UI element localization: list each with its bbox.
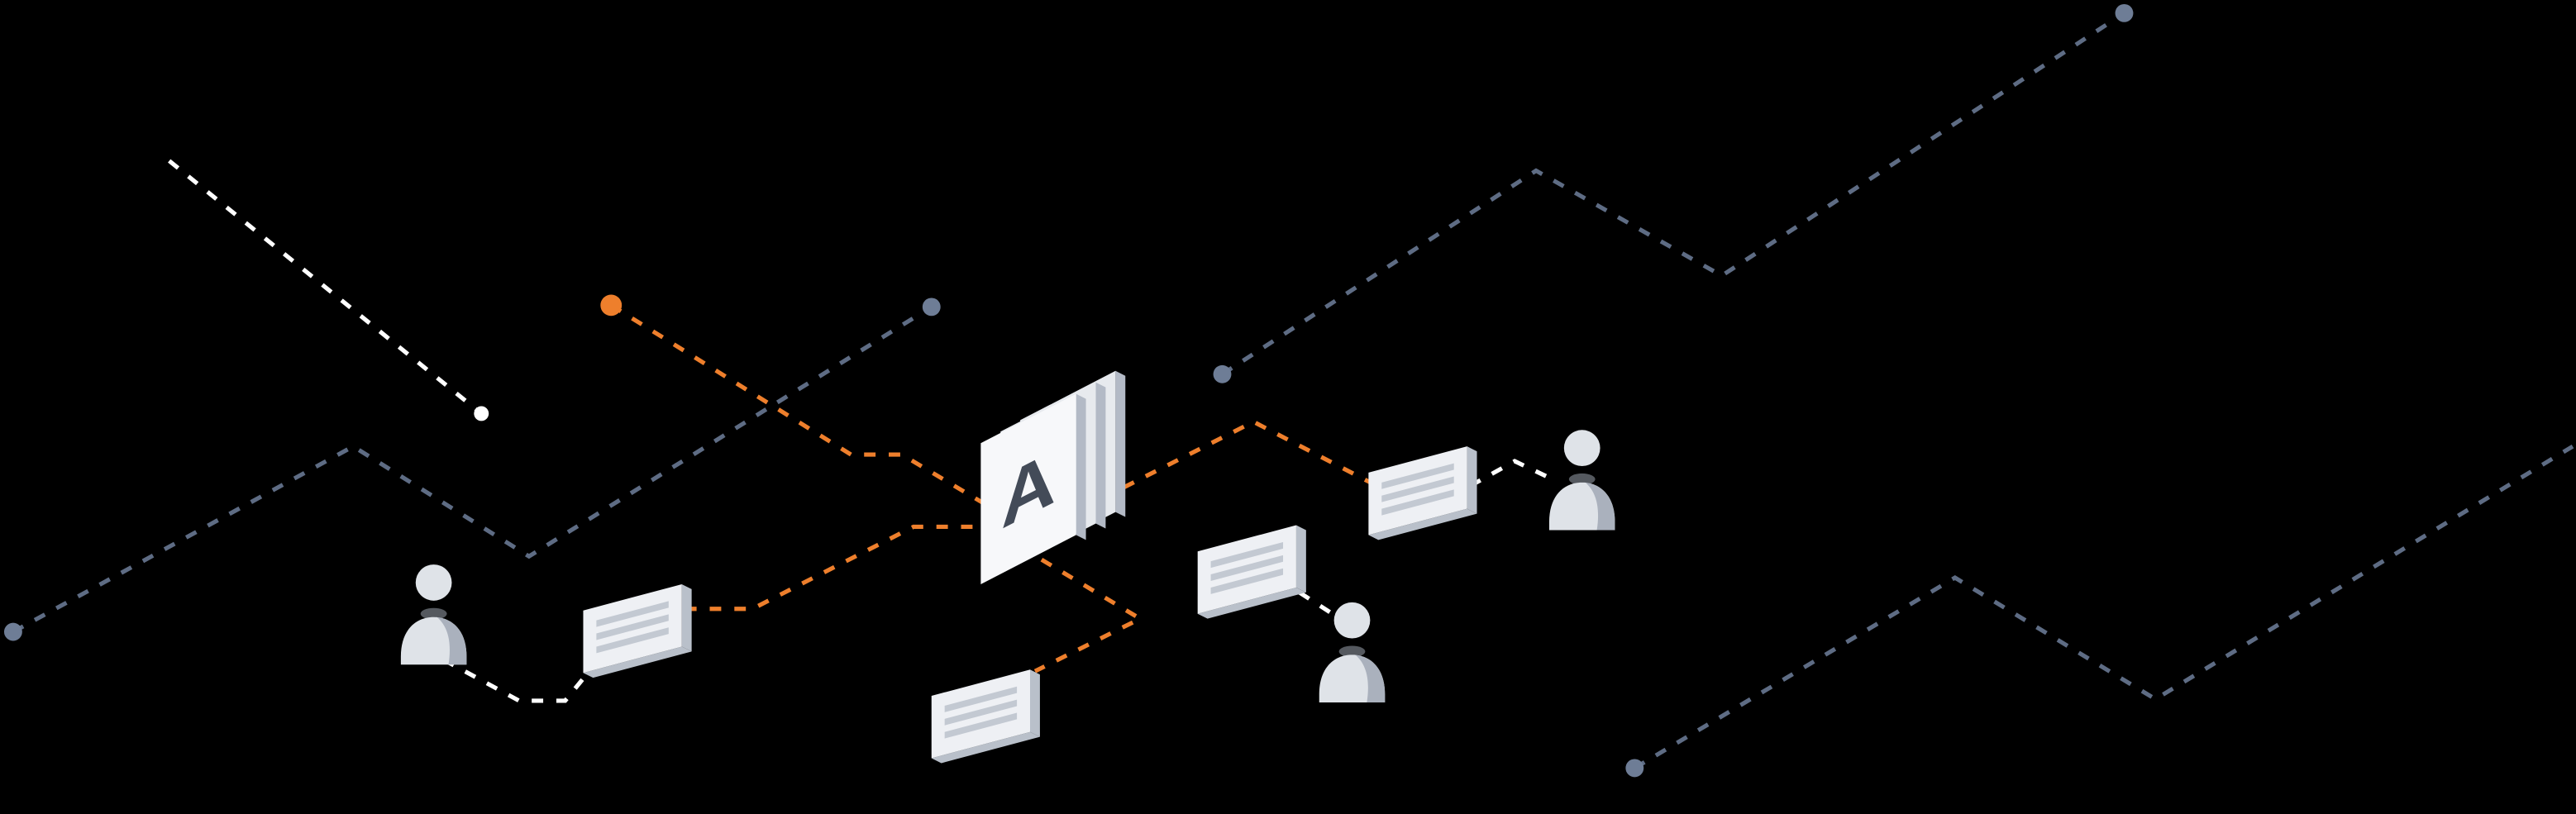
message-card-icon xyxy=(931,669,1040,764)
person-icon xyxy=(1319,602,1386,702)
node-dot-slate xyxy=(1625,759,1644,778)
dashed-line-white-person-center xyxy=(1298,590,1334,616)
dashed-line-white-person-right xyxy=(1469,459,1554,488)
dashed-line-orange-from-node xyxy=(609,303,997,512)
node-dot-orange xyxy=(600,294,623,317)
dashed-line-white-person-left xyxy=(442,658,589,703)
dashed-line-slate-bottom-right xyxy=(1633,444,2574,770)
dashed-line-orange-card-bottom xyxy=(1033,557,1145,674)
dashed-line-white-top-left xyxy=(168,159,483,416)
node-dot-white xyxy=(474,406,489,421)
document-sheet-front: A xyxy=(980,393,1086,584)
person-icon xyxy=(400,564,467,665)
dashed-line-orange-card-left xyxy=(685,524,986,612)
node-dot-slate xyxy=(1213,364,1232,383)
dashed-line-orange-card-right xyxy=(1123,419,1378,490)
document-stack-icon: A xyxy=(980,370,1126,584)
message-card-icon xyxy=(1197,525,1306,619)
dashed-line-slate-top-right xyxy=(1221,11,2125,376)
message-card-icon xyxy=(583,583,692,678)
node-dot-slate xyxy=(3,622,22,641)
person-icon xyxy=(1548,430,1615,531)
message-card-icon xyxy=(1368,446,1477,540)
node-dot-slate xyxy=(922,298,941,317)
dashed-line-slate-left xyxy=(12,305,933,634)
node-dot-slate xyxy=(2115,3,2134,22)
